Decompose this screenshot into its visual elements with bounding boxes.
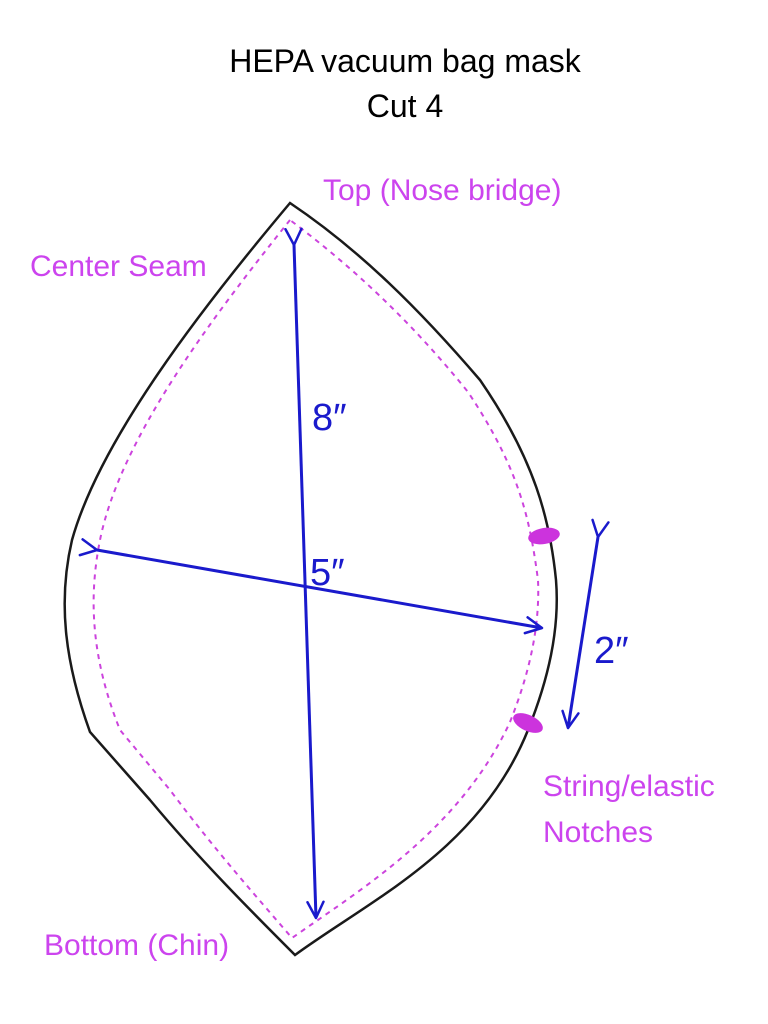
mask-outline	[63, 201, 558, 957]
notches-label-line1: String/elastic	[543, 770, 715, 803]
height-measure-label: 8″	[312, 397, 347, 439]
bottom-label: Bottom (Chin)	[44, 929, 229, 962]
notch-spacing-label: 2″	[594, 630, 629, 672]
top-label: Top (Nose bridge)	[323, 174, 561, 207]
lower-notch-mark	[513, 713, 543, 733]
upper-notch-mark	[528, 527, 560, 545]
notches-label-line2: Notches	[543, 816, 653, 849]
pattern-cut-count: Cut 4	[367, 88, 443, 124]
notch-spacing-arrow	[561, 518, 610, 730]
pattern-title: HEPA vacuum bag mask	[229, 43, 582, 79]
center-seam-label: Center Seam	[30, 250, 207, 283]
width-measure-arrow	[78, 538, 544, 635]
width-measure-label: 5″	[310, 552, 345, 594]
